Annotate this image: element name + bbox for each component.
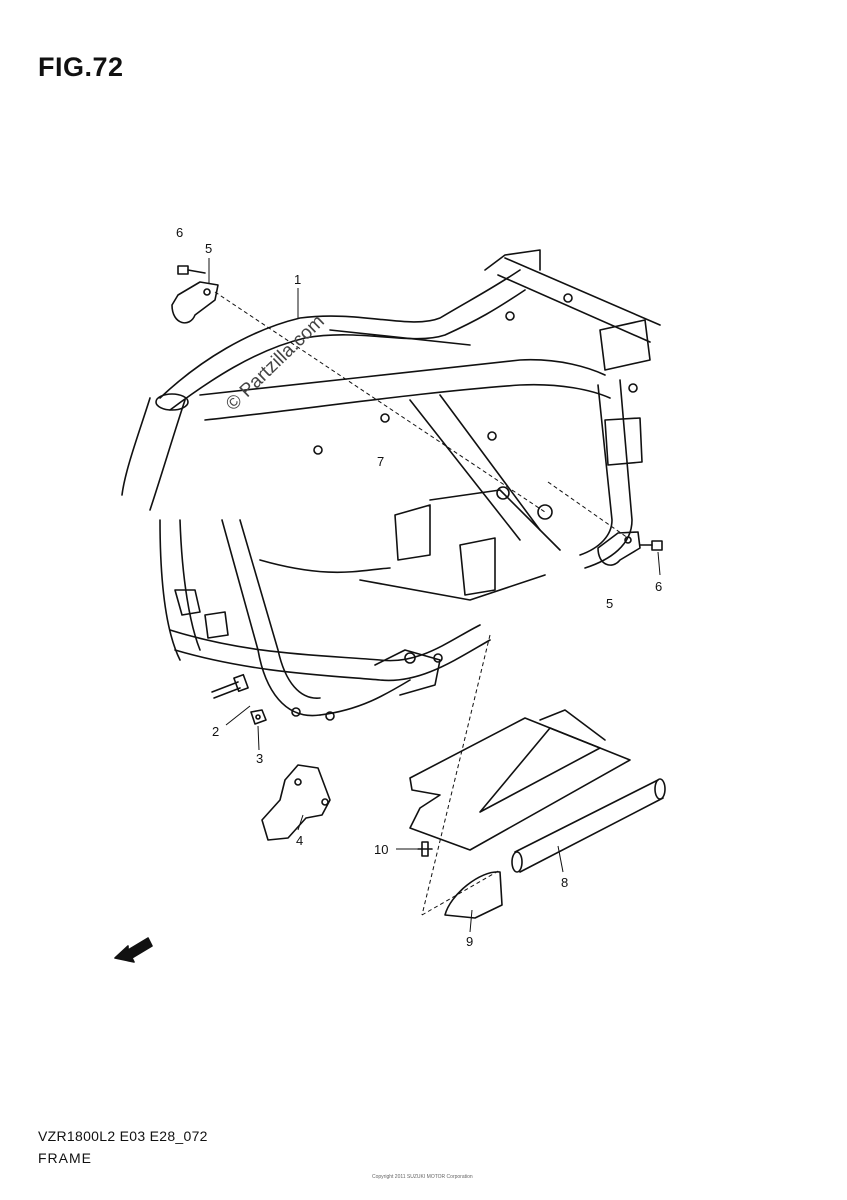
- leader-part-4: [297, 814, 304, 831]
- bolt-part-6-left: [177, 265, 206, 275]
- frame-mount-holes: [291, 293, 638, 721]
- leader-part-2: [225, 705, 251, 726]
- bolt-part-6-right: [639, 540, 663, 551]
- callout-2: 2: [212, 724, 220, 739]
- callout-1: 1: [294, 272, 302, 287]
- callout-10: 10: [374, 842, 389, 857]
- callout-5-left: 5: [205, 241, 213, 256]
- copyright-note: Copyright 2011 SUZUKI MOTOR Corporation: [372, 1174, 473, 1180]
- callout-3: 3: [256, 751, 264, 766]
- mount-bracket-part-5-right: [597, 531, 641, 566]
- guide-line-skid-plate: [421, 634, 491, 916]
- bracket-part-4: [261, 764, 331, 841]
- mount-bracket-part-5-left: [171, 281, 219, 324]
- figure-name: FRAME: [38, 1150, 92, 1166]
- callout-4: 4: [296, 833, 304, 848]
- guide-line-cover: [421, 869, 501, 916]
- leader-part-8: [557, 845, 564, 873]
- figure-code: VZR1800L2 E03 E28_072: [38, 1128, 208, 1144]
- callout-9: 9: [466, 934, 474, 949]
- screw-part-10: [417, 841, 433, 857]
- callout-6-right: 6: [655, 579, 663, 594]
- fwd-arrow-icon: [114, 937, 153, 963]
- pipe-part-8: [511, 778, 666, 873]
- leader-part-3: [257, 725, 260, 751]
- leader-part-9: [469, 909, 473, 933]
- callout-5-right: 5: [606, 596, 614, 611]
- nut-part-3: [250, 709, 267, 725]
- callout-6-left: 6: [176, 225, 184, 240]
- skid-plate: [409, 709, 631, 851]
- leader-part-6-right: [657, 551, 661, 576]
- frame-part-1: [121, 249, 661, 717]
- guide-line-bolt6-left: [214, 291, 546, 513]
- figure-title: FIG.72: [38, 52, 124, 82]
- callout-7: 7: [377, 454, 385, 469]
- guide-line-bolt6-right: [547, 481, 629, 539]
- callout-8: 8: [561, 875, 569, 890]
- cover-part-9: [444, 871, 503, 919]
- bolt-part-2: [211, 673, 249, 699]
